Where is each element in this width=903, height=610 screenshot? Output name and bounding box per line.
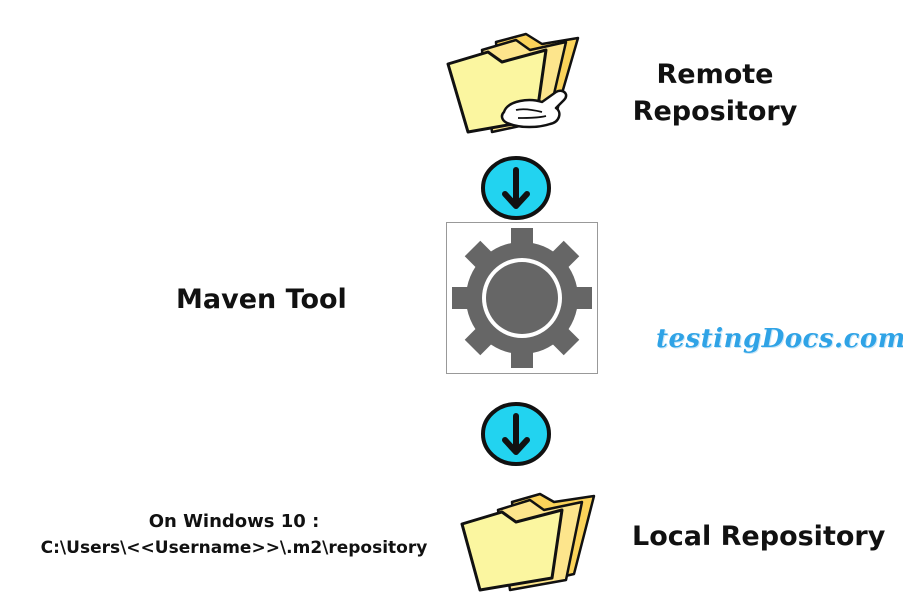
watermark-text: testingDocs.com [656, 324, 903, 354]
remote-repository-folder-icon [438, 28, 584, 138]
remote-label-line1: Remote [656, 59, 774, 90]
down-arrow-icon [479, 154, 553, 222]
path-note-line2: C:\Users\<<Username>>\.m2\repository [40, 538, 428, 558]
remote-repository-label: Remote Repository [620, 56, 810, 130]
folder-icon [456, 488, 602, 596]
path-note-line1: On Windows 10 : [148, 511, 320, 532]
maven-gear-panel [446, 222, 598, 374]
local-path-note: On Windows 10 : C:\Users\<<Username>>\.m… [14, 508, 454, 562]
maven-tool-label: Maven Tool [176, 284, 347, 315]
gear-icon [452, 228, 592, 368]
remote-label-line2: Repository [632, 96, 798, 127]
local-repository-label: Local Repository [632, 521, 886, 552]
down-arrow-icon [479, 400, 553, 468]
